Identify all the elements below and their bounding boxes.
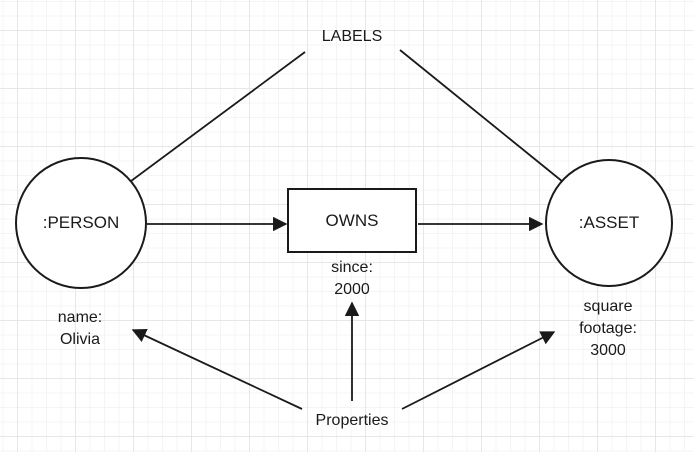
asset-node-label: :ASSET bbox=[578, 213, 640, 232]
person-node-label: :PERSON bbox=[42, 213, 120, 232]
asset-property-text[interactable]: square footage: 3000 bbox=[579, 298, 637, 359]
edge-labels-to-person[interactable] bbox=[98, 51, 306, 205]
owns-property-text[interactable]: since: 2000 bbox=[331, 259, 373, 298]
labels-annotation[interactable]: LABELS bbox=[321, 28, 383, 45]
owns-relationship-label: OWNS bbox=[325, 210, 379, 230]
person-node[interactable]: :PERSON bbox=[15, 157, 147, 289]
owns-relationship-box[interactable]: OWNS bbox=[287, 188, 417, 253]
edge-labels-to-asset[interactable] bbox=[399, 49, 591, 204]
edge-properties-to-footage[interactable] bbox=[401, 331, 556, 410]
properties-annotation[interactable]: Properties bbox=[315, 412, 389, 429]
edge-properties-to-name[interactable] bbox=[131, 328, 303, 410]
asset-node[interactable]: :ASSET bbox=[545, 159, 673, 287]
person-property-text[interactable]: name: Olivia bbox=[57, 309, 103, 348]
